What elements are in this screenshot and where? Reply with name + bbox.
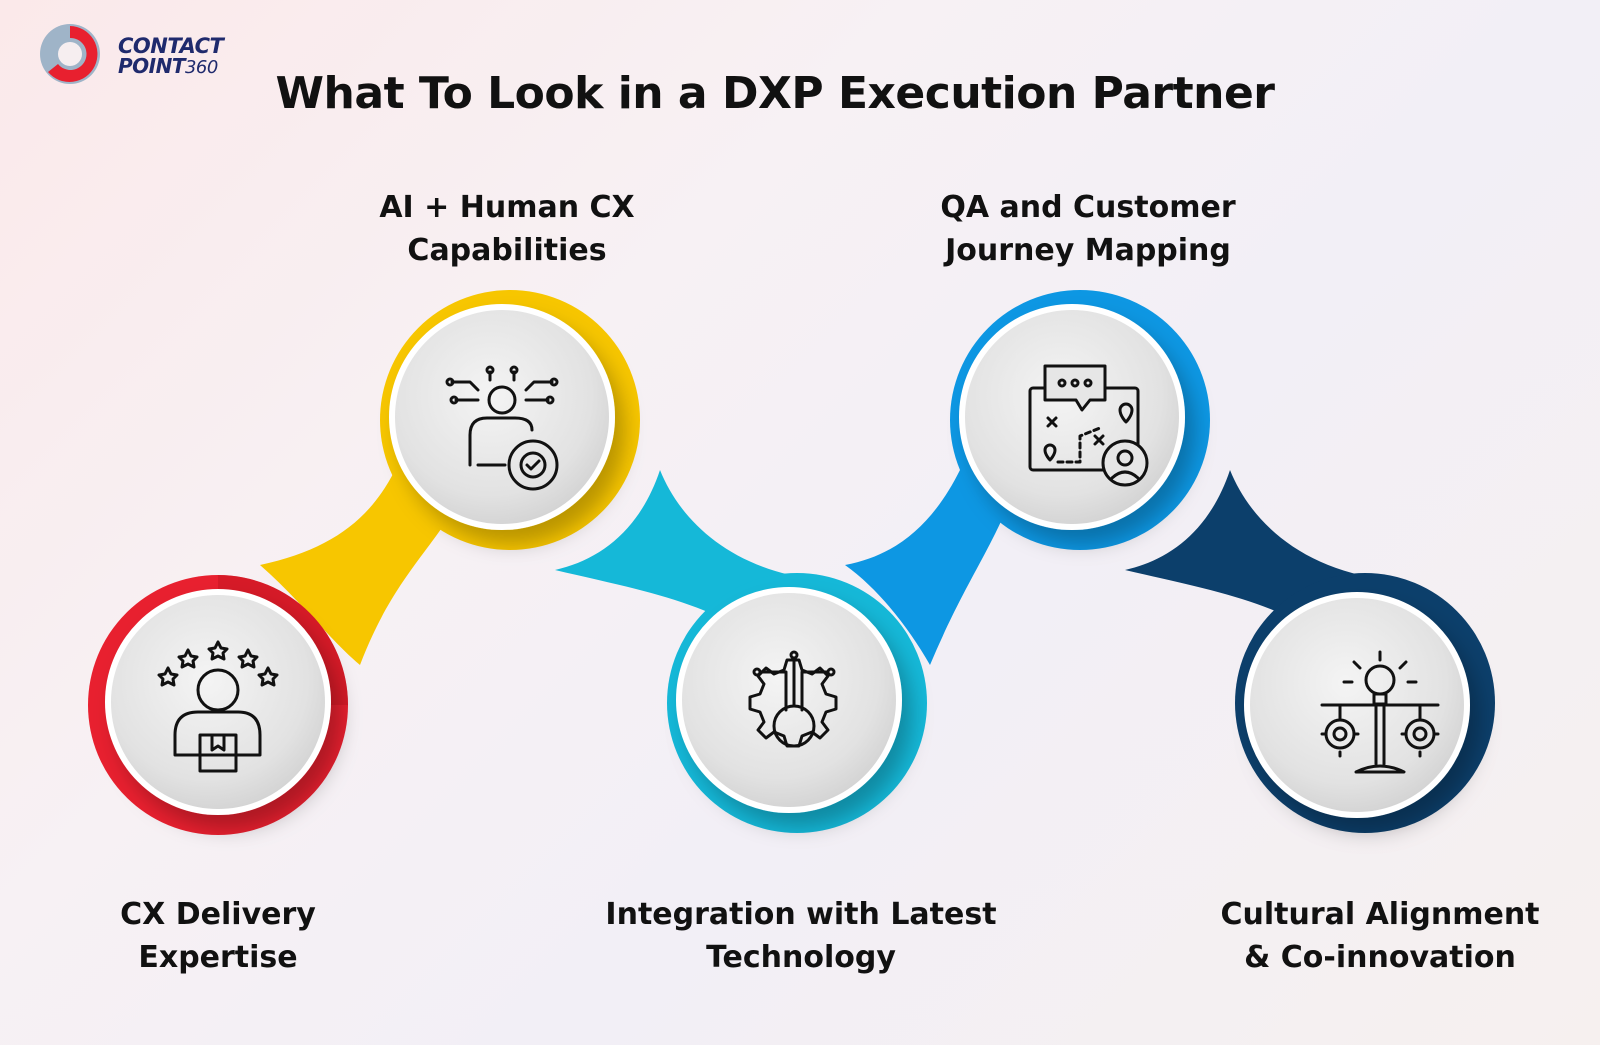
logo-mark-icon bbox=[40, 24, 100, 84]
journey-map-icon bbox=[1028, 364, 1149, 487]
customer-stars-icon bbox=[157, 640, 279, 773]
step-ring-1 bbox=[88, 575, 348, 835]
step-ring-2 bbox=[380, 290, 640, 550]
ai-human-gear-icon bbox=[445, 365, 559, 491]
logo-line1: CONTACT bbox=[118, 34, 224, 58]
tech-gear-circuit-icon bbox=[748, 650, 838, 748]
step-ring-3 bbox=[667, 573, 927, 833]
brand-logo: CONTACT POINT360 bbox=[38, 20, 238, 90]
logo-wordmark: CONTACT POINT360 bbox=[118, 34, 224, 78]
step-ring-4 bbox=[950, 290, 1210, 550]
connector-teal-blue bbox=[845, 470, 1020, 665]
logo-line2: POINT bbox=[118, 54, 185, 78]
step-ring-5 bbox=[1235, 573, 1495, 833]
page-title: What To Look in a DXP Execution Partner bbox=[275, 68, 1275, 119]
logo-number: 360 bbox=[184, 57, 218, 78]
balance-idea-icon bbox=[1320, 650, 1440, 774]
step-label-5: Cultural Alignment& Co-innovation bbox=[1220, 897, 1540, 975]
